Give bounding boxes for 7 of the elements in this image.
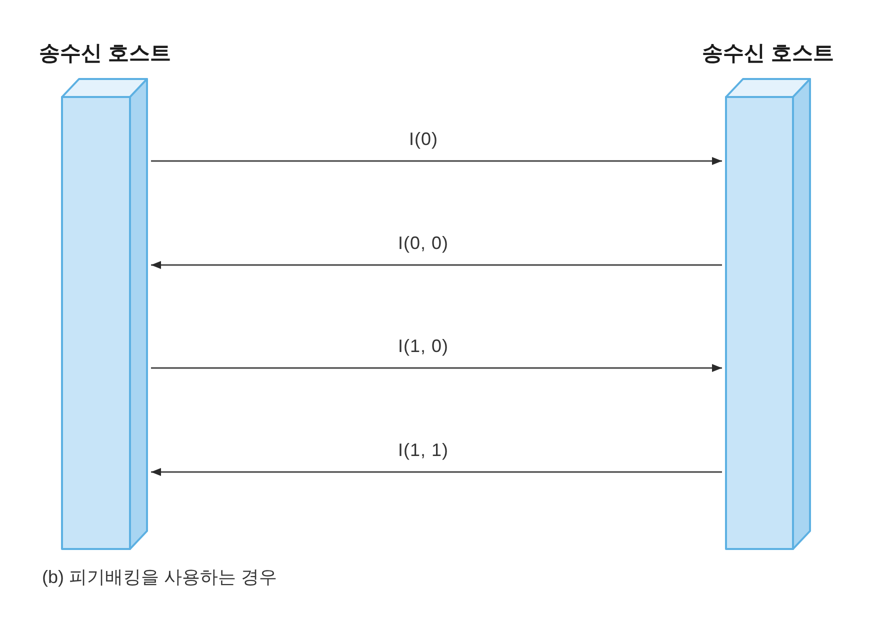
host-label: 송수신 호스트 — [39, 42, 171, 66]
host-label: 송수신 호스트 — [702, 42, 834, 66]
arrow — [151, 364, 722, 372]
arrow — [151, 468, 722, 476]
arrow — [151, 261, 722, 269]
caption: (b) 피기배킹을 사용하는 경우 — [42, 566, 278, 588]
arrow — [151, 157, 722, 165]
